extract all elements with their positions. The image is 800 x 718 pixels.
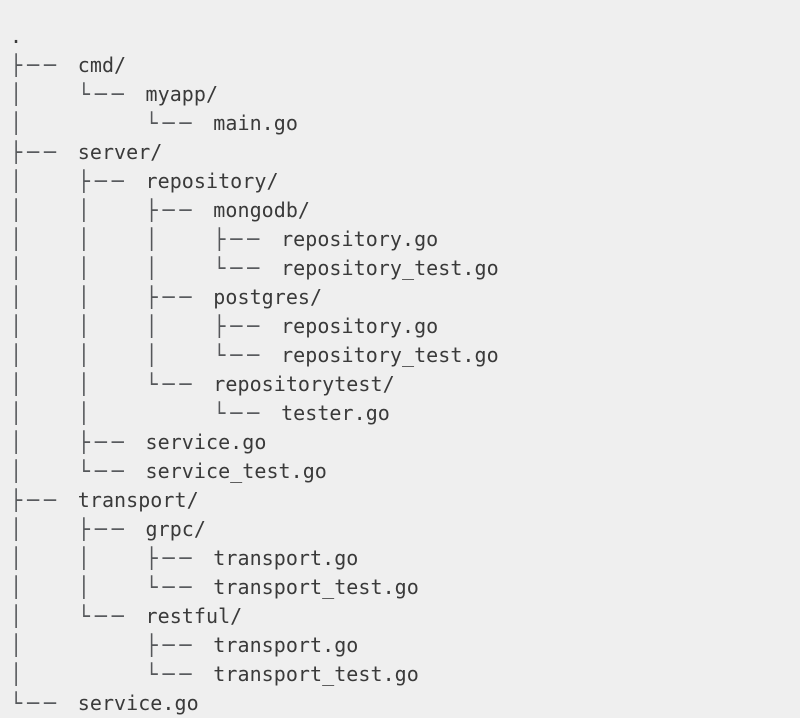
tree-node-label: . (10, 24, 23, 48)
tree-line: │ ├── service.go (10, 428, 800, 457)
tree-branch-glyphs: │ │ │ └── (10, 343, 282, 367)
tree-branch-glyphs: │ └── (10, 111, 214, 135)
tree-node-label: service.go (145, 430, 267, 454)
tree-branch-glyphs: │ ├── (10, 517, 146, 541)
tree-branch-glyphs: ├── (10, 140, 78, 164)
tree-line: │ │ │ ├── repository.go (10, 225, 800, 254)
tree-node-label: myapp/ (145, 82, 219, 106)
tree-branch-glyphs: │ └── (10, 459, 146, 483)
tree-branch-glyphs: │ ├── (10, 633, 214, 657)
tree-branch-glyphs: ├── (10, 53, 78, 77)
tree-node-label: main.go (213, 111, 298, 135)
tree-line: ├── cmd/ (10, 51, 800, 80)
tree-node-label: transport_test.go (213, 575, 419, 599)
tree-node-label: service_test.go (145, 459, 327, 483)
tree-node-label: repository/ (145, 169, 279, 193)
tree-branch-glyphs: │ │ └── (10, 401, 282, 425)
tree-branch-glyphs: │ │ ├── (10, 285, 214, 309)
tree-node-label: transport/ (77, 488, 199, 512)
tree-line: │ └── myapp/ (10, 80, 800, 109)
tree-line: │ │ ├── postgres/ (10, 283, 800, 312)
tree-branch-glyphs: └── (10, 691, 78, 715)
tree-node-label: cmd/ (77, 53, 127, 77)
tree-line: │ ├── grpc/ (10, 515, 800, 544)
tree-line: │ │ ├── mongodb/ (10, 196, 800, 225)
tree-line: │ └── service_test.go (10, 457, 800, 486)
tree-node-label: service.go (77, 691, 199, 715)
tree-branch-glyphs: │ └── (10, 604, 146, 628)
tree-branch-glyphs: │ ├── (10, 430, 146, 454)
tree-line: │ └── transport_test.go (10, 660, 800, 689)
tree-node-label: tester.go (281, 401, 390, 425)
tree-branch-glyphs: │ │ │ ├── (10, 227, 282, 251)
tree-line: └── service.go (10, 689, 800, 718)
tree-node-label: mongodb/ (213, 198, 311, 222)
tree-node-label: transport.go (213, 546, 359, 570)
tree-branch-glyphs: ├── (10, 488, 78, 512)
tree-line: │ └── main.go (10, 109, 800, 138)
tree-branch-glyphs: │ │ └── (10, 372, 214, 396)
tree-node-label: repository_test.go (281, 256, 499, 280)
tree-line: │ └── restful/ (10, 602, 800, 631)
tree-node-label: grpc/ (145, 517, 206, 541)
tree-branch-glyphs: │ └── (10, 82, 146, 106)
tree-node-label: repository_test.go (281, 343, 499, 367)
tree-node-label: repository.go (281, 314, 439, 338)
tree-line: │ ├── transport.go (10, 631, 800, 660)
tree-line: │ │ │ ├── repository.go (10, 312, 800, 341)
tree-branch-glyphs: │ │ ├── (10, 198, 214, 222)
tree-line: │ ├── repository/ (10, 167, 800, 196)
tree-line: │ │ ├── transport.go (10, 544, 800, 573)
tree-node-label: transport_test.go (213, 662, 419, 686)
tree-branch-glyphs: │ │ │ ├── (10, 314, 282, 338)
tree-line: │ │ └── tester.go (10, 399, 800, 428)
tree-node-label: repositorytest/ (213, 372, 395, 396)
tree-branch-glyphs: │ └── (10, 662, 214, 686)
tree-branch-glyphs: │ │ │ └── (10, 256, 282, 280)
tree-node-label: transport.go (213, 633, 359, 657)
tree-node-label: repository.go (281, 227, 439, 251)
tree-node-label: restful/ (145, 604, 243, 628)
tree-line: │ │ │ └── repository_test.go (10, 254, 800, 283)
tree-line: ├── transport/ (10, 486, 800, 515)
tree-branch-glyphs: │ │ └── (10, 575, 214, 599)
tree-node-label: postgres/ (213, 285, 323, 309)
tree-line: │ │ │ └── repository_test.go (10, 341, 800, 370)
tree-branch-glyphs: │ │ ├── (10, 546, 214, 570)
tree-line: . (10, 22, 800, 51)
tree-branch-glyphs: │ ├── (10, 169, 146, 193)
tree-line: │ │ └── repositorytest/ (10, 370, 800, 399)
tree-line: ├── server/ (10, 138, 800, 167)
tree-line: │ │ └── transport_test.go (10, 573, 800, 602)
tree-node-label: server/ (77, 140, 163, 164)
